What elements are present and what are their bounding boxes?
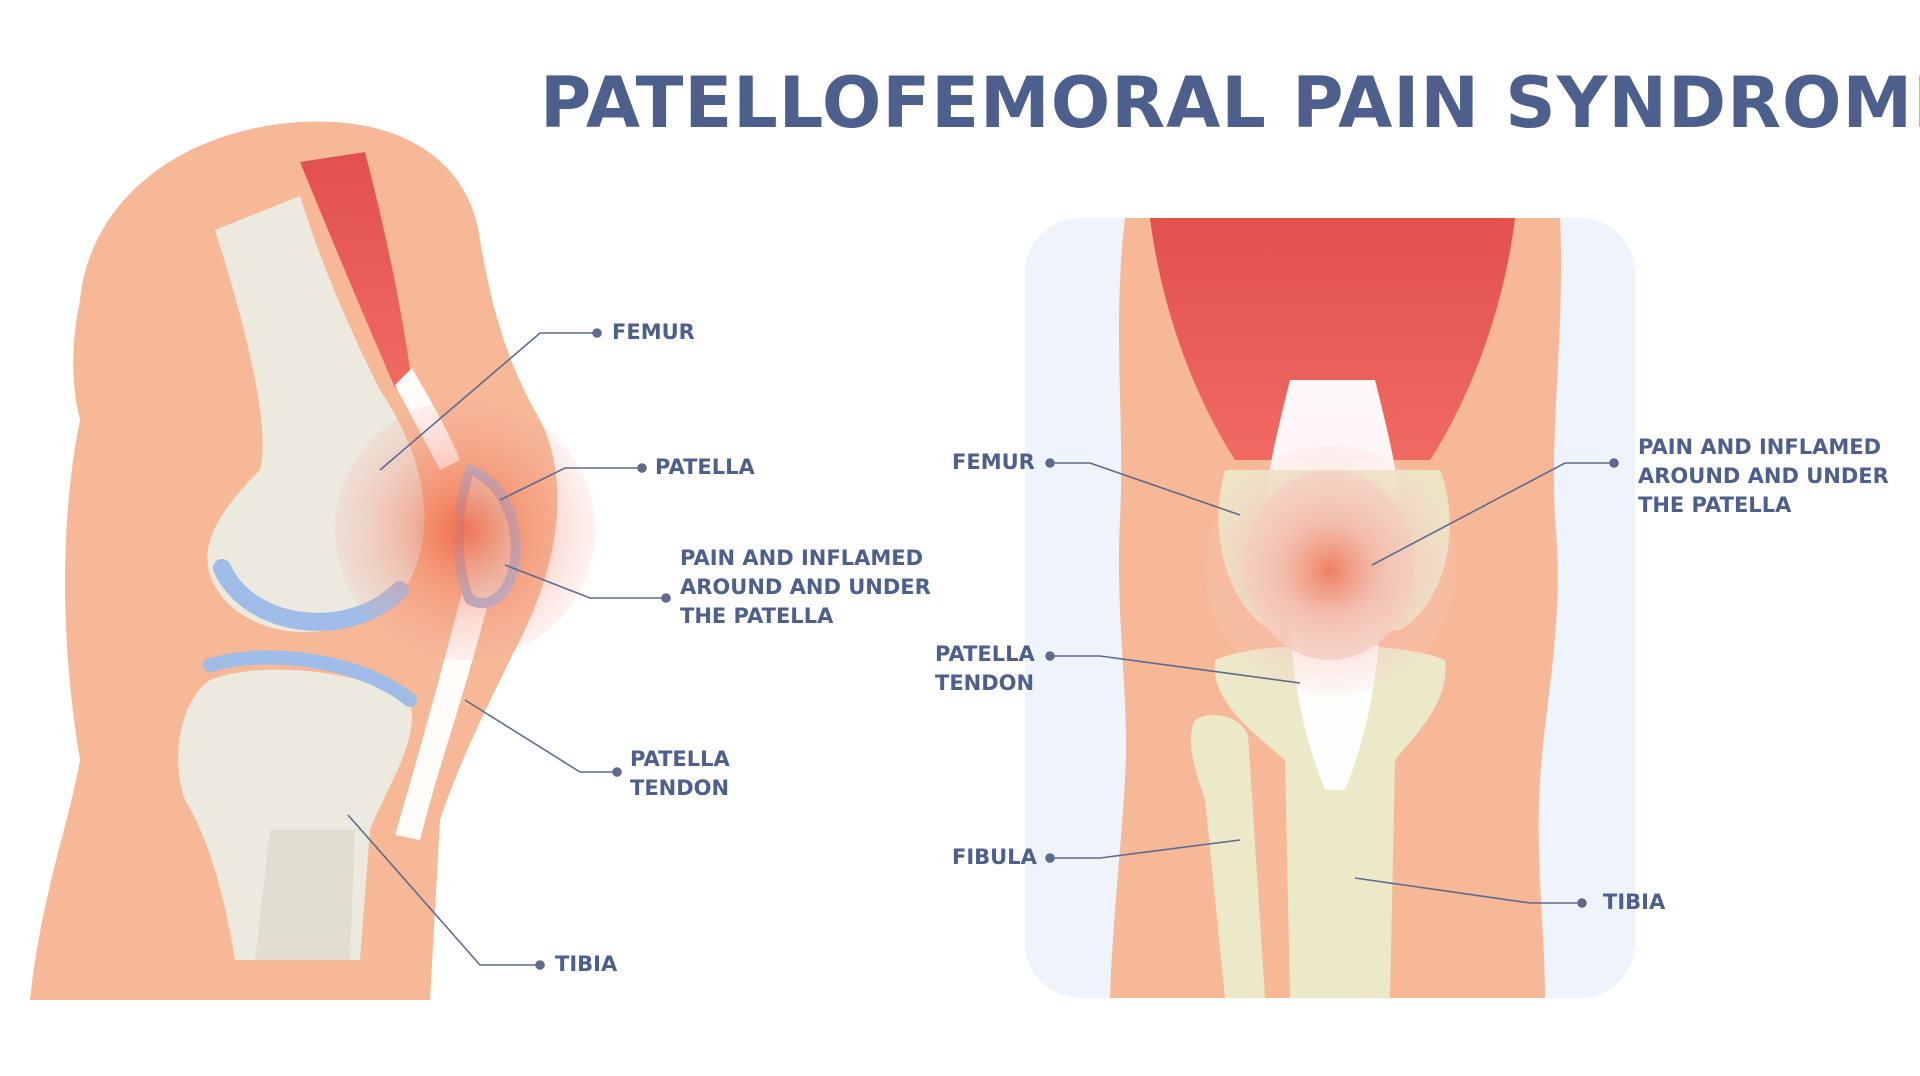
page-title: PATELLOFEMORAL PAIN SYNDROME [540,62,1920,144]
label-side-patella-tendon: PATELLA TENDON [630,747,730,800]
leader-side-patella [499,467,640,501]
leader-side-pain [504,564,664,599]
leader-front-pain-dot [1609,458,1619,468]
leader-side-tendon [464,699,615,773]
front-quadriceps-muscle [1150,218,1515,460]
label-front-patella-tendon: PATELLA TENDON [935,642,1035,695]
front-tibia-bone [1214,645,1446,998]
leader-front-femur-dot [1045,458,1055,468]
label-front-fibula: FIBULA [952,845,1037,869]
leader-side-tendon-dot [612,767,622,777]
label-front-pain: PAIN AND INFLAMED AROUND AND UNDER THE P… [1638,435,1889,517]
leader-front-pain [1371,462,1612,566]
leader-side-patella-dot [637,463,647,473]
label-side-pain: PAIN AND INFLAMED AROUND AND UNDER THE P… [680,546,931,628]
leader-side-femur-dot [592,328,602,338]
leader-front-fibula [1052,839,1241,859]
side-view-knee [30,121,595,1001]
label-side-tibia: TIBIA [555,952,618,976]
leader-front-fibula-dot [1045,853,1055,863]
side-inflammation-area [335,400,595,660]
label-front-femur: FEMUR [952,450,1035,474]
front-inflammation-area [1205,445,1455,695]
side-tibia-bone [178,669,412,960]
label-side-femur: FEMUR [612,320,695,344]
side-tibia-cartilage [203,650,417,707]
leader-side-pain-dot [661,593,671,603]
side-quadriceps-muscle [300,152,410,388]
front-fibula-bone [1190,715,1265,998]
label-side-patella: PATELLA [655,455,755,479]
leader-side-femur [379,332,595,471]
leader-front-tendon-dot [1045,651,1055,661]
front-view-knee [1025,218,1635,998]
leader-front-tibia-dot [1577,898,1587,908]
label-front-tibia: TIBIA [1603,890,1666,914]
leader-lines [347,328,1619,970]
leader-front-tendon [1052,655,1301,684]
leader-front-femur [1052,462,1241,516]
leader-side-tibia-dot [535,960,545,970]
leader-front-tibia [1354,877,1580,904]
leader-side-tibia [347,814,538,966]
side-tibia-shaft [255,830,355,960]
